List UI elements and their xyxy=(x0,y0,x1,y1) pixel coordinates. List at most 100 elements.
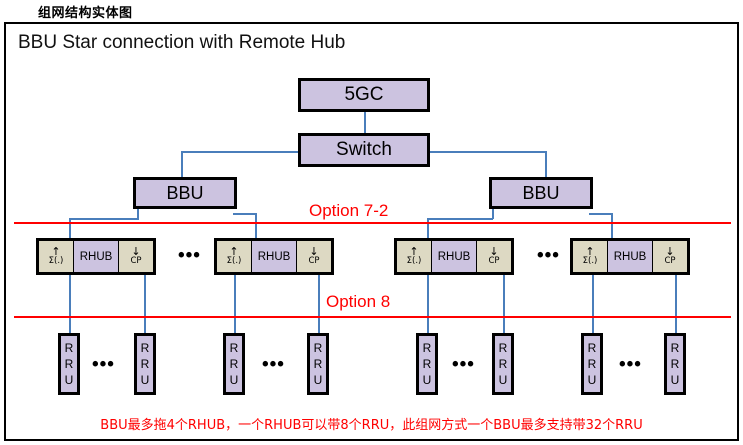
rru-letter: R xyxy=(229,340,239,355)
connector-bbuR-rhub4-h xyxy=(589,213,613,215)
rhub-3-downlink-label: CP xyxy=(488,256,500,267)
rhub-module-4[interactable]: ↑ Σ(.) RHUB ↓ CP xyxy=(570,238,690,275)
rru-letter: R xyxy=(313,356,323,371)
rru-3[interactable]: R R U xyxy=(223,333,245,395)
diagram-frame: BBU Star connection with Remote Hub 5GC … xyxy=(4,22,739,441)
node-bbu-left[interactable]: BBU xyxy=(133,177,237,209)
connector-bbuR-rhub3-h xyxy=(427,218,493,220)
rru-letter: R xyxy=(313,340,323,355)
connector-switch-bbu-right-v xyxy=(545,151,547,179)
rhub-1-uplink-label: Σ(.) xyxy=(48,256,64,267)
rru-6[interactable]: R R U xyxy=(492,333,514,395)
connector-5gc-switch xyxy=(364,111,366,134)
rru-letter: R xyxy=(587,356,597,371)
connector-bbuL-exit-left xyxy=(137,206,139,219)
rru-5[interactable]: R R U xyxy=(416,333,438,395)
rhub-2-label: RHUB xyxy=(257,250,291,263)
rru-letter: R xyxy=(140,356,150,371)
rru-letter: R xyxy=(498,340,508,355)
label-option-7-2: Option 7-2 xyxy=(309,201,389,220)
connector-bbuL-rhub1-drop xyxy=(69,218,71,241)
rhub-4-label: RHUB xyxy=(613,250,647,263)
connector-bbuR-rhub3-drop xyxy=(427,218,429,241)
rru-1[interactable]: R R U xyxy=(58,333,80,395)
connector-switch-bbu-left-h xyxy=(181,151,298,153)
rru-letter: U xyxy=(422,373,432,388)
down-arrow-icon: ↓ xyxy=(131,245,141,259)
connector-rhub2-rru4 xyxy=(318,274,320,336)
rhub-4-downlink-cell[interactable]: ↓ CP xyxy=(653,241,687,272)
rru-letter: R xyxy=(670,340,680,355)
node-5gc-label: 5GC xyxy=(344,84,384,105)
rhub-2-uplink-label: Σ(.) xyxy=(226,256,242,267)
rhub-4-uplink-label: Σ(.) xyxy=(582,256,598,267)
node-bbu-right[interactable]: BBU xyxy=(489,177,593,209)
rhub-2-label-cell[interactable]: RHUB xyxy=(252,241,296,272)
connector-bbuL-rhub2-h xyxy=(233,213,257,215)
node-bbu-left-label: BBU xyxy=(166,182,204,203)
rru-letter: R xyxy=(498,356,508,371)
ellipsis-rhub-right: ••• xyxy=(537,245,560,266)
rhub-3-label: RHUB xyxy=(437,250,471,263)
rhub-module-1[interactable]: ↑ Σ(.) RHUB ↓ CP xyxy=(36,238,156,275)
ellipsis-rru-1: ••• xyxy=(92,354,115,375)
rhub-module-2[interactable]: ↑ Σ(.) RHUB ↓ CP xyxy=(214,238,334,275)
node-switch-label: Switch xyxy=(336,139,392,160)
rhub-4-downlink-label: CP xyxy=(664,256,676,267)
connector-bbuR-exit-left xyxy=(492,206,494,219)
rru-letter: R xyxy=(64,356,74,371)
rhub-4-label-cell[interactable]: RHUB xyxy=(608,241,652,272)
connector-switch-bbu-left-v xyxy=(181,151,183,179)
down-arrow-icon: ↓ xyxy=(309,245,319,259)
ellipsis-rru-2: ••• xyxy=(262,354,285,375)
rhub-1-label: RHUB xyxy=(79,250,113,263)
rru-letter: U xyxy=(587,373,597,388)
rhub-1-downlink-cell[interactable]: ↓ CP xyxy=(119,241,153,272)
rhub-4-uplink-cell[interactable]: ↑ Σ(.) xyxy=(573,241,607,272)
node-5gc[interactable]: 5GC xyxy=(298,78,430,112)
diagram-caption: BBU最多拖4个RHUB，一个RHUB可以带8个RRU，此组网方式一个BBU最多… xyxy=(100,418,643,433)
up-arrow-icon: ↑ xyxy=(51,245,61,259)
rru-letter: R xyxy=(422,340,432,355)
rru-letter: U xyxy=(140,373,150,388)
rhub-3-downlink-cell[interactable]: ↓ CP xyxy=(477,241,511,272)
connector-rhub1-rru2 xyxy=(144,274,146,336)
rru-letter: R xyxy=(587,340,597,355)
connector-bbuL-rhub1-h xyxy=(69,218,139,220)
divider-option-7-2 xyxy=(14,222,731,224)
rru-letter: U xyxy=(498,373,508,388)
connector-switch-bbu-right-h xyxy=(430,151,547,153)
rru-8[interactable]: R R U xyxy=(664,333,686,395)
rru-7[interactable]: R R U xyxy=(581,333,603,395)
rhub-2-uplink-cell[interactable]: ↑ Σ(.) xyxy=(217,241,251,272)
node-switch[interactable]: Switch xyxy=(298,133,430,167)
connector-rhub3-rru5 xyxy=(427,274,429,336)
rru-4[interactable]: R R U xyxy=(307,333,329,395)
rhub-3-label-cell[interactable]: RHUB xyxy=(432,241,476,272)
rru-letter: U xyxy=(670,373,680,388)
label-option-8: Option 8 xyxy=(326,292,391,311)
rhub-1-downlink-label: CP xyxy=(130,256,142,267)
rhub-module-3[interactable]: ↑ Σ(.) RHUB ↓ CP xyxy=(394,238,514,275)
rhub-3-uplink-cell[interactable]: ↑ Σ(.) xyxy=(397,241,431,272)
down-arrow-icon: ↓ xyxy=(665,245,675,259)
connector-bbuL-rhub2-drop xyxy=(255,213,257,241)
connector-rhub4-rru7 xyxy=(592,274,594,336)
rru-2[interactable]: R R U xyxy=(134,333,156,395)
rhub-2-downlink-cell[interactable]: ↓ CP xyxy=(297,241,331,272)
header-label: 组网结构实体图 xyxy=(38,6,133,21)
header-strip: 组网结构实体图 xyxy=(0,0,743,22)
page-title: BBU Star connection with Remote Hub xyxy=(18,32,346,53)
ellipsis-rhub-left: ••• xyxy=(178,245,201,266)
rhub-1-label-cell[interactable]: RHUB xyxy=(74,241,118,272)
rhub-1-uplink-cell[interactable]: ↑ Σ(.) xyxy=(39,241,73,272)
rhub-3-uplink-label: Σ(.) xyxy=(406,256,422,267)
rru-letter: U xyxy=(64,373,74,388)
divider-option-8 xyxy=(14,316,731,318)
node-bbu-right-label: BBU xyxy=(522,182,560,203)
connector-rhub1-rru1 xyxy=(69,274,71,336)
up-arrow-icon: ↑ xyxy=(409,245,419,259)
connector-rhub4-rru8 xyxy=(675,274,677,336)
rru-letter: R xyxy=(670,356,680,371)
connector-rhub3-rru6 xyxy=(503,274,505,336)
